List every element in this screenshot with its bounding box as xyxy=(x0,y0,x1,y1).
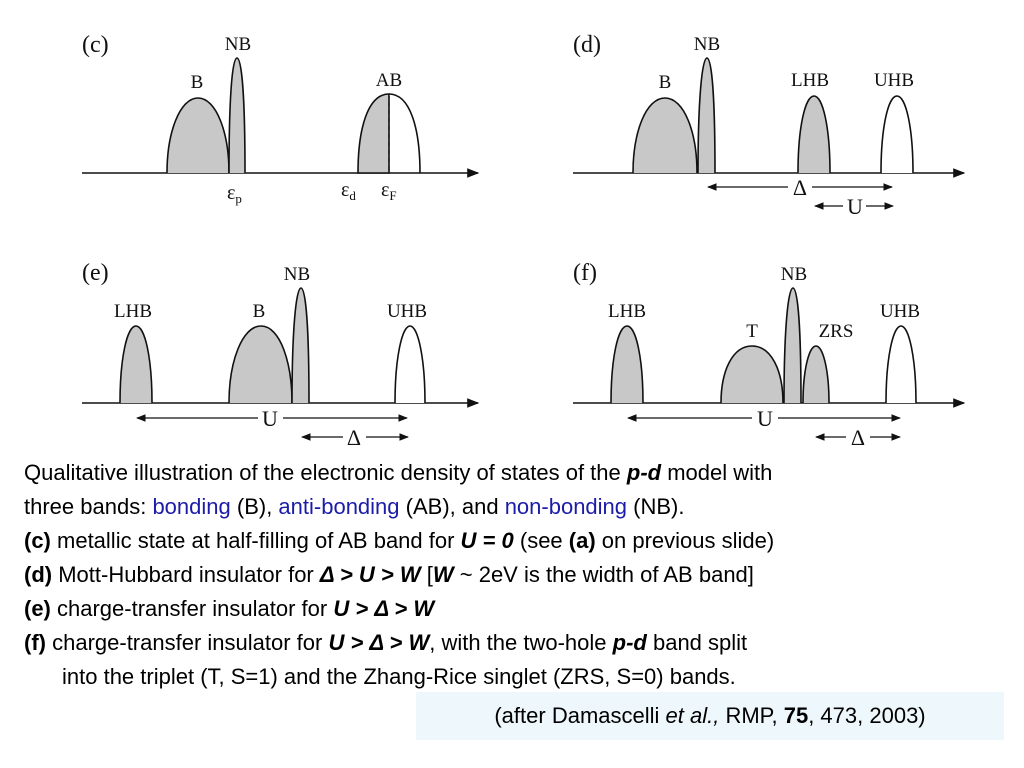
caption-c-condition: U = 0 xyxy=(460,528,514,553)
caption-line-e: (e) charge-transfer insulator for U > Δ … xyxy=(24,592,1014,626)
panel-d-u-label: U xyxy=(847,194,863,219)
caption-d-bracket: [ xyxy=(420,562,433,587)
panel-c-ab-band-empty-half xyxy=(388,93,421,174)
panel-d: (d) B NB LHB UHB Δ U xyxy=(573,32,966,219)
panel-e-nb-label: NB xyxy=(284,264,310,285)
caption-line-f-continued: into the triplet (T, S=1) and the Zhang-… xyxy=(62,664,736,689)
panel-e-u-label: U xyxy=(262,406,278,431)
caption-c-text: metallic state at half-filling of AB ban… xyxy=(50,528,461,553)
caption-f-condition: U > Δ > W xyxy=(328,630,430,655)
caption-f-end: band split xyxy=(646,630,748,655)
caption-line-d: (d) Mott-Hubbard insulator for Δ > U > W… xyxy=(24,558,1014,592)
caption-intro-text: Qualitative illustration of the electron… xyxy=(24,460,627,485)
caption-d-w: W xyxy=(432,562,454,587)
caption-e-label: (e) xyxy=(24,596,51,621)
panel-e-b-label: B xyxy=(253,301,266,322)
panel-f-t-label: T xyxy=(746,321,758,342)
caption-c-label: (c) xyxy=(24,528,51,553)
panel-f-zrs-label: ZRS xyxy=(819,321,854,342)
caption-c-reference: (a) xyxy=(568,528,596,553)
caption-line-c: (c) metallic state at half-filling of AB… xyxy=(24,524,1014,558)
caption-d-end: ~ 2eV is the width of AB band] xyxy=(453,562,754,587)
panel-f-nb-label: NB xyxy=(781,264,807,285)
caption-bands-text: three bands: xyxy=(24,494,153,519)
dos-diagrams: (c) B NB AB εp εd εF (d) B NB LHB UHB Δ … xyxy=(82,32,966,450)
panel-c-nb-band xyxy=(228,57,246,174)
panel-d-label: (d) xyxy=(573,32,601,58)
panel-d-b-label: B xyxy=(659,72,672,93)
caption-line-intro: Qualitative illustration of the electron… xyxy=(24,456,1014,490)
panel-c-epsilon-f: εF xyxy=(381,179,397,203)
citation-journal: RMP, xyxy=(719,703,784,728)
citation-volume: 75 xyxy=(783,703,809,728)
panel-c-ab-label: AB xyxy=(376,70,402,91)
caption-bonding-abbr: (B), xyxy=(230,494,279,519)
panel-f-uhb-label: UHB xyxy=(880,301,920,322)
caption-f-label: (f) xyxy=(24,630,46,655)
citation-et-al: et al., xyxy=(665,703,720,728)
panel-f-nb-band xyxy=(783,287,802,404)
caption-non-bonding-abbr: (NB). xyxy=(627,494,685,519)
caption-line-bands: three bands: bonding (B), anti-bonding (… xyxy=(24,490,1014,524)
panel-f-lhb-label: LHB xyxy=(608,301,646,322)
caption-bonding-term: bonding xyxy=(152,494,231,519)
panel-d-nb-label: NB xyxy=(694,34,720,55)
caption-f-text: charge-transfer insulator for xyxy=(45,630,329,655)
caption-f-model: p-d xyxy=(612,630,647,655)
panel-c-b-label: B xyxy=(191,72,204,93)
panel-e-uhb-label: UHB xyxy=(387,301,427,322)
panel-f-label: (f) xyxy=(573,260,597,286)
panel-c-epsilon-p: εp xyxy=(227,182,242,206)
panel-d-uhb-band xyxy=(880,95,914,174)
caption-d-label: (d) xyxy=(24,562,53,587)
panel-e-lhb-band xyxy=(119,325,153,404)
panel-f-delta-label: Δ xyxy=(851,425,865,450)
panel-d-delta-label: Δ xyxy=(793,175,807,200)
caption-d-condition: Δ > U > W xyxy=(319,562,421,587)
panel-d-b-band xyxy=(632,97,698,174)
caption-anti-bonding-abbr: (AB), and xyxy=(399,494,505,519)
panel-e-lhb-label: LHB xyxy=(114,301,152,322)
panel-e-delta-label: Δ xyxy=(347,425,361,450)
citation-author: (after Damascelli xyxy=(494,703,666,728)
panel-f-uhb-band xyxy=(885,325,917,404)
panel-c-label: (c) xyxy=(82,32,109,58)
panel-c-epsilon-d: εd xyxy=(341,179,356,203)
caption-c-end: on previous slide) xyxy=(595,528,775,553)
caption-intro-text-end: model with xyxy=(661,460,773,485)
caption-model-name: p-d xyxy=(626,460,662,485)
panel-e-uhb-band xyxy=(394,325,426,404)
panel-c-b-band xyxy=(166,97,230,174)
caption-e-text: charge-transfer insulator for xyxy=(50,596,334,621)
caption-line-f: (f) charge-transfer insulator for U > Δ … xyxy=(24,626,1014,660)
panel-e-label: (e) xyxy=(82,260,109,286)
panel-c-nb-label: NB xyxy=(225,34,251,55)
caption-non-bonding-term: non-bonding xyxy=(504,494,628,519)
panel-e-nb-band xyxy=(291,287,310,404)
caption-e-condition: U > Δ > W xyxy=(333,596,435,621)
panel-d-uhb-label: UHB xyxy=(874,70,914,91)
panel-f-u-label: U xyxy=(757,406,773,431)
caption-f-mid: , with the two-hole xyxy=(429,630,613,655)
panel-c-ab-band-filled-half xyxy=(357,93,390,174)
panel-f-zrs-band xyxy=(802,345,830,404)
figure-caption: Qualitative illustration of the electron… xyxy=(24,456,1014,694)
citation-pages-year: , 473, 2003) xyxy=(808,703,926,728)
panel-e-b-band xyxy=(228,325,293,404)
panel-c: (c) B NB AB εp εd εF xyxy=(82,32,480,206)
panel-f-t-band xyxy=(720,345,784,404)
caption-d-text: Mott-Hubbard insulator for xyxy=(52,562,320,587)
panel-d-nb-band xyxy=(697,57,716,174)
panel-d-lhb-label: LHB xyxy=(791,70,829,91)
panel-e: (e) LHB B NB UHB U Δ xyxy=(82,260,480,450)
panel-d-lhb-band xyxy=(797,95,831,174)
caption-anti-bonding-term: anti-bonding xyxy=(278,494,400,519)
citation-box: (after Damascelli et al., RMP, 75, 473, … xyxy=(416,692,1004,740)
panel-f: (f) LHB T NB ZRS UHB U Δ xyxy=(573,260,966,450)
caption-c-see: (see xyxy=(513,528,569,553)
panel-f-lhb-band xyxy=(610,325,644,404)
